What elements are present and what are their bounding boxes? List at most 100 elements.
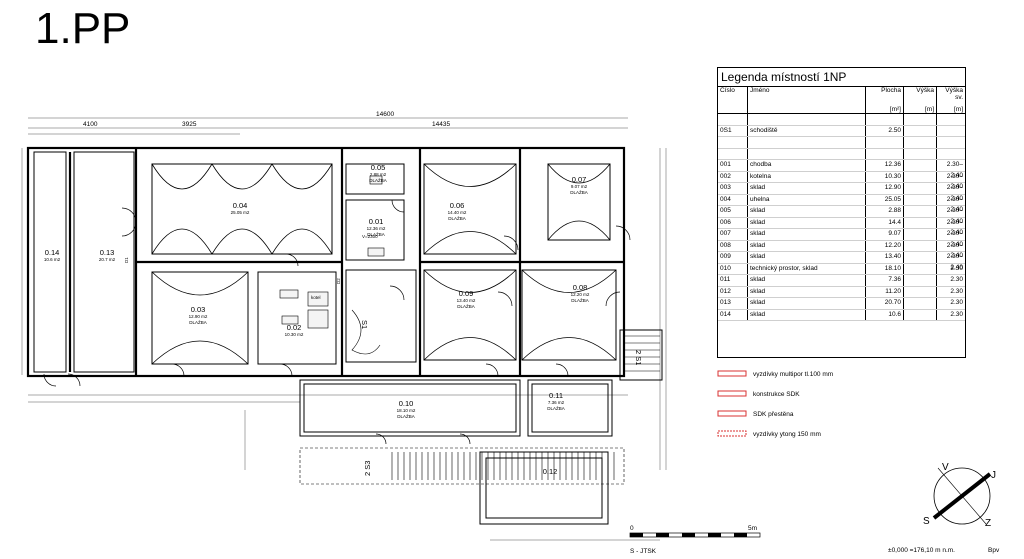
header-area-unit: [m²]	[889, 106, 901, 113]
legend-cell-name: sklad	[748, 206, 866, 217]
room-area: 14.40 m2	[448, 210, 467, 215]
legend-cell-clear: 2.30–2.40	[946, 184, 963, 202]
legend-cell-name: sklad	[748, 286, 866, 297]
legend-cell-clear: 2.30–2.40	[946, 161, 963, 179]
legend-cell-area: 10.6	[866, 309, 904, 320]
legend-header-row: Číslo Jméno Plocha[m²] Výška[m] Výška sv…	[718, 87, 965, 114]
legend-cell-num: 009	[718, 252, 748, 263]
drawing-title: 1.PP	[35, 4, 131, 53]
header-area-label: Plocha	[881, 87, 901, 94]
room-floor: DLAŽBA	[571, 296, 589, 303]
legend-cell-name: sklad	[748, 183, 866, 194]
legend-cell-area	[866, 114, 904, 125]
room-number: 0.04	[233, 201, 248, 210]
legend-cell-clear: 2.30–2.40	[946, 207, 963, 225]
legend-cell-area: 25.05	[866, 194, 904, 205]
room-number: 0.12	[543, 467, 558, 476]
legend-cell-height	[904, 240, 937, 251]
room-number: 0.01	[369, 217, 384, 226]
legend-cell-clear: 2.30–2.40	[946, 195, 963, 214]
room-number: 0.10	[399, 399, 414, 408]
compass-north: V	[942, 462, 949, 473]
header-clear-label: Výška sv.	[945, 87, 963, 101]
dimension-lines	[21, 117, 667, 541]
legend-cell-name: sklad	[748, 217, 866, 228]
room-floor: DLAŽBA	[547, 404, 565, 411]
small-boxes	[279, 175, 385, 329]
legend-cell-num: 010	[718, 263, 748, 274]
legend-cell-area: 12.36	[866, 160, 904, 171]
header-clear-unit: [m]	[953, 106, 963, 113]
room-floor: DLAŽBA	[570, 188, 588, 195]
room-area: 18.10 m2	[397, 408, 416, 413]
room-number: 0.03	[191, 305, 206, 314]
legend-cell-clear	[937, 149, 965, 160]
legend-cell-height	[904, 229, 937, 240]
legend-cell-name: sklad	[748, 240, 866, 251]
legend-cell-name: sklad	[748, 298, 866, 309]
legend-cell-clear: 2.30–2.40	[946, 230, 963, 248]
room-area: 7.36 m2	[548, 400, 565, 405]
walls	[26, 146, 626, 378]
stair-s1-label: S1	[360, 320, 369, 329]
room-area: 9.07 m2	[571, 184, 588, 189]
header-height: Výška[m]	[904, 87, 937, 113]
legend-cell-area: 10.30	[866, 171, 904, 182]
room-area: 12.36 m2	[367, 226, 386, 231]
header-number: Číslo	[718, 87, 748, 113]
dim-top-mid: 3925	[182, 121, 197, 128]
legend-cell-height	[904, 160, 937, 171]
room-number: 0.08	[573, 283, 588, 292]
legend-row	[718, 114, 965, 126]
legend-cell-num: 002	[718, 171, 748, 182]
room-number: 0.07	[572, 175, 587, 184]
legend-cell-name: technický prostor, sklad	[748, 263, 866, 274]
legend-cell-num: 004	[718, 194, 748, 205]
dim-top-left: 4100	[83, 121, 98, 128]
door-d2-label: D2	[336, 278, 341, 284]
legend-cell-clear: 2.30–2.40	[946, 241, 963, 260]
level-reference: ±0,000 =176,10 m n.m.	[888, 547, 955, 554]
room-number: 0.02	[287, 323, 302, 332]
room-number: 0.05	[371, 163, 386, 172]
legend-cell-num: 001	[718, 160, 748, 171]
legend-cell-height	[904, 275, 937, 286]
legend-cell-height	[904, 183, 937, 194]
legend-cell-height	[904, 298, 937, 309]
line-swatch	[717, 390, 747, 397]
room-legend-table: Legenda místností 1NP Číslo Jméno Plocha…	[717, 67, 966, 358]
legend-title: Legenda místností 1NP	[718, 68, 965, 87]
legend-cell-area: 14.4	[866, 217, 904, 228]
scale-zero: 0	[630, 525, 634, 532]
room-number: 0.11	[549, 391, 563, 400]
legend-cell-num	[718, 148, 748, 159]
legend-cell-num: 007	[718, 229, 748, 240]
legend-cell-height	[904, 114, 937, 125]
room-area: 25.05 m2	[231, 210, 250, 215]
dim-top-2: 14435	[432, 121, 450, 128]
legend-cell-name: uhelna	[748, 194, 866, 205]
room-001-height: V=2300	[362, 234, 378, 239]
legend-cell-height	[904, 206, 937, 217]
legend-cell-clear: 2.30	[950, 276, 963, 283]
legend-cell-num: 003	[718, 183, 748, 194]
legend-cell-area: 20.70	[866, 298, 904, 309]
room-number: 0.06	[450, 201, 465, 210]
legend-cell-area: 2.50	[866, 125, 904, 136]
legend-cell-name: schodiště	[748, 125, 866, 136]
legend-cell-name	[748, 114, 866, 125]
legend-cell-name: kotelna	[748, 171, 866, 182]
height-system: Bpv	[988, 547, 1000, 554]
room-area: 12.90 m2	[189, 314, 208, 319]
